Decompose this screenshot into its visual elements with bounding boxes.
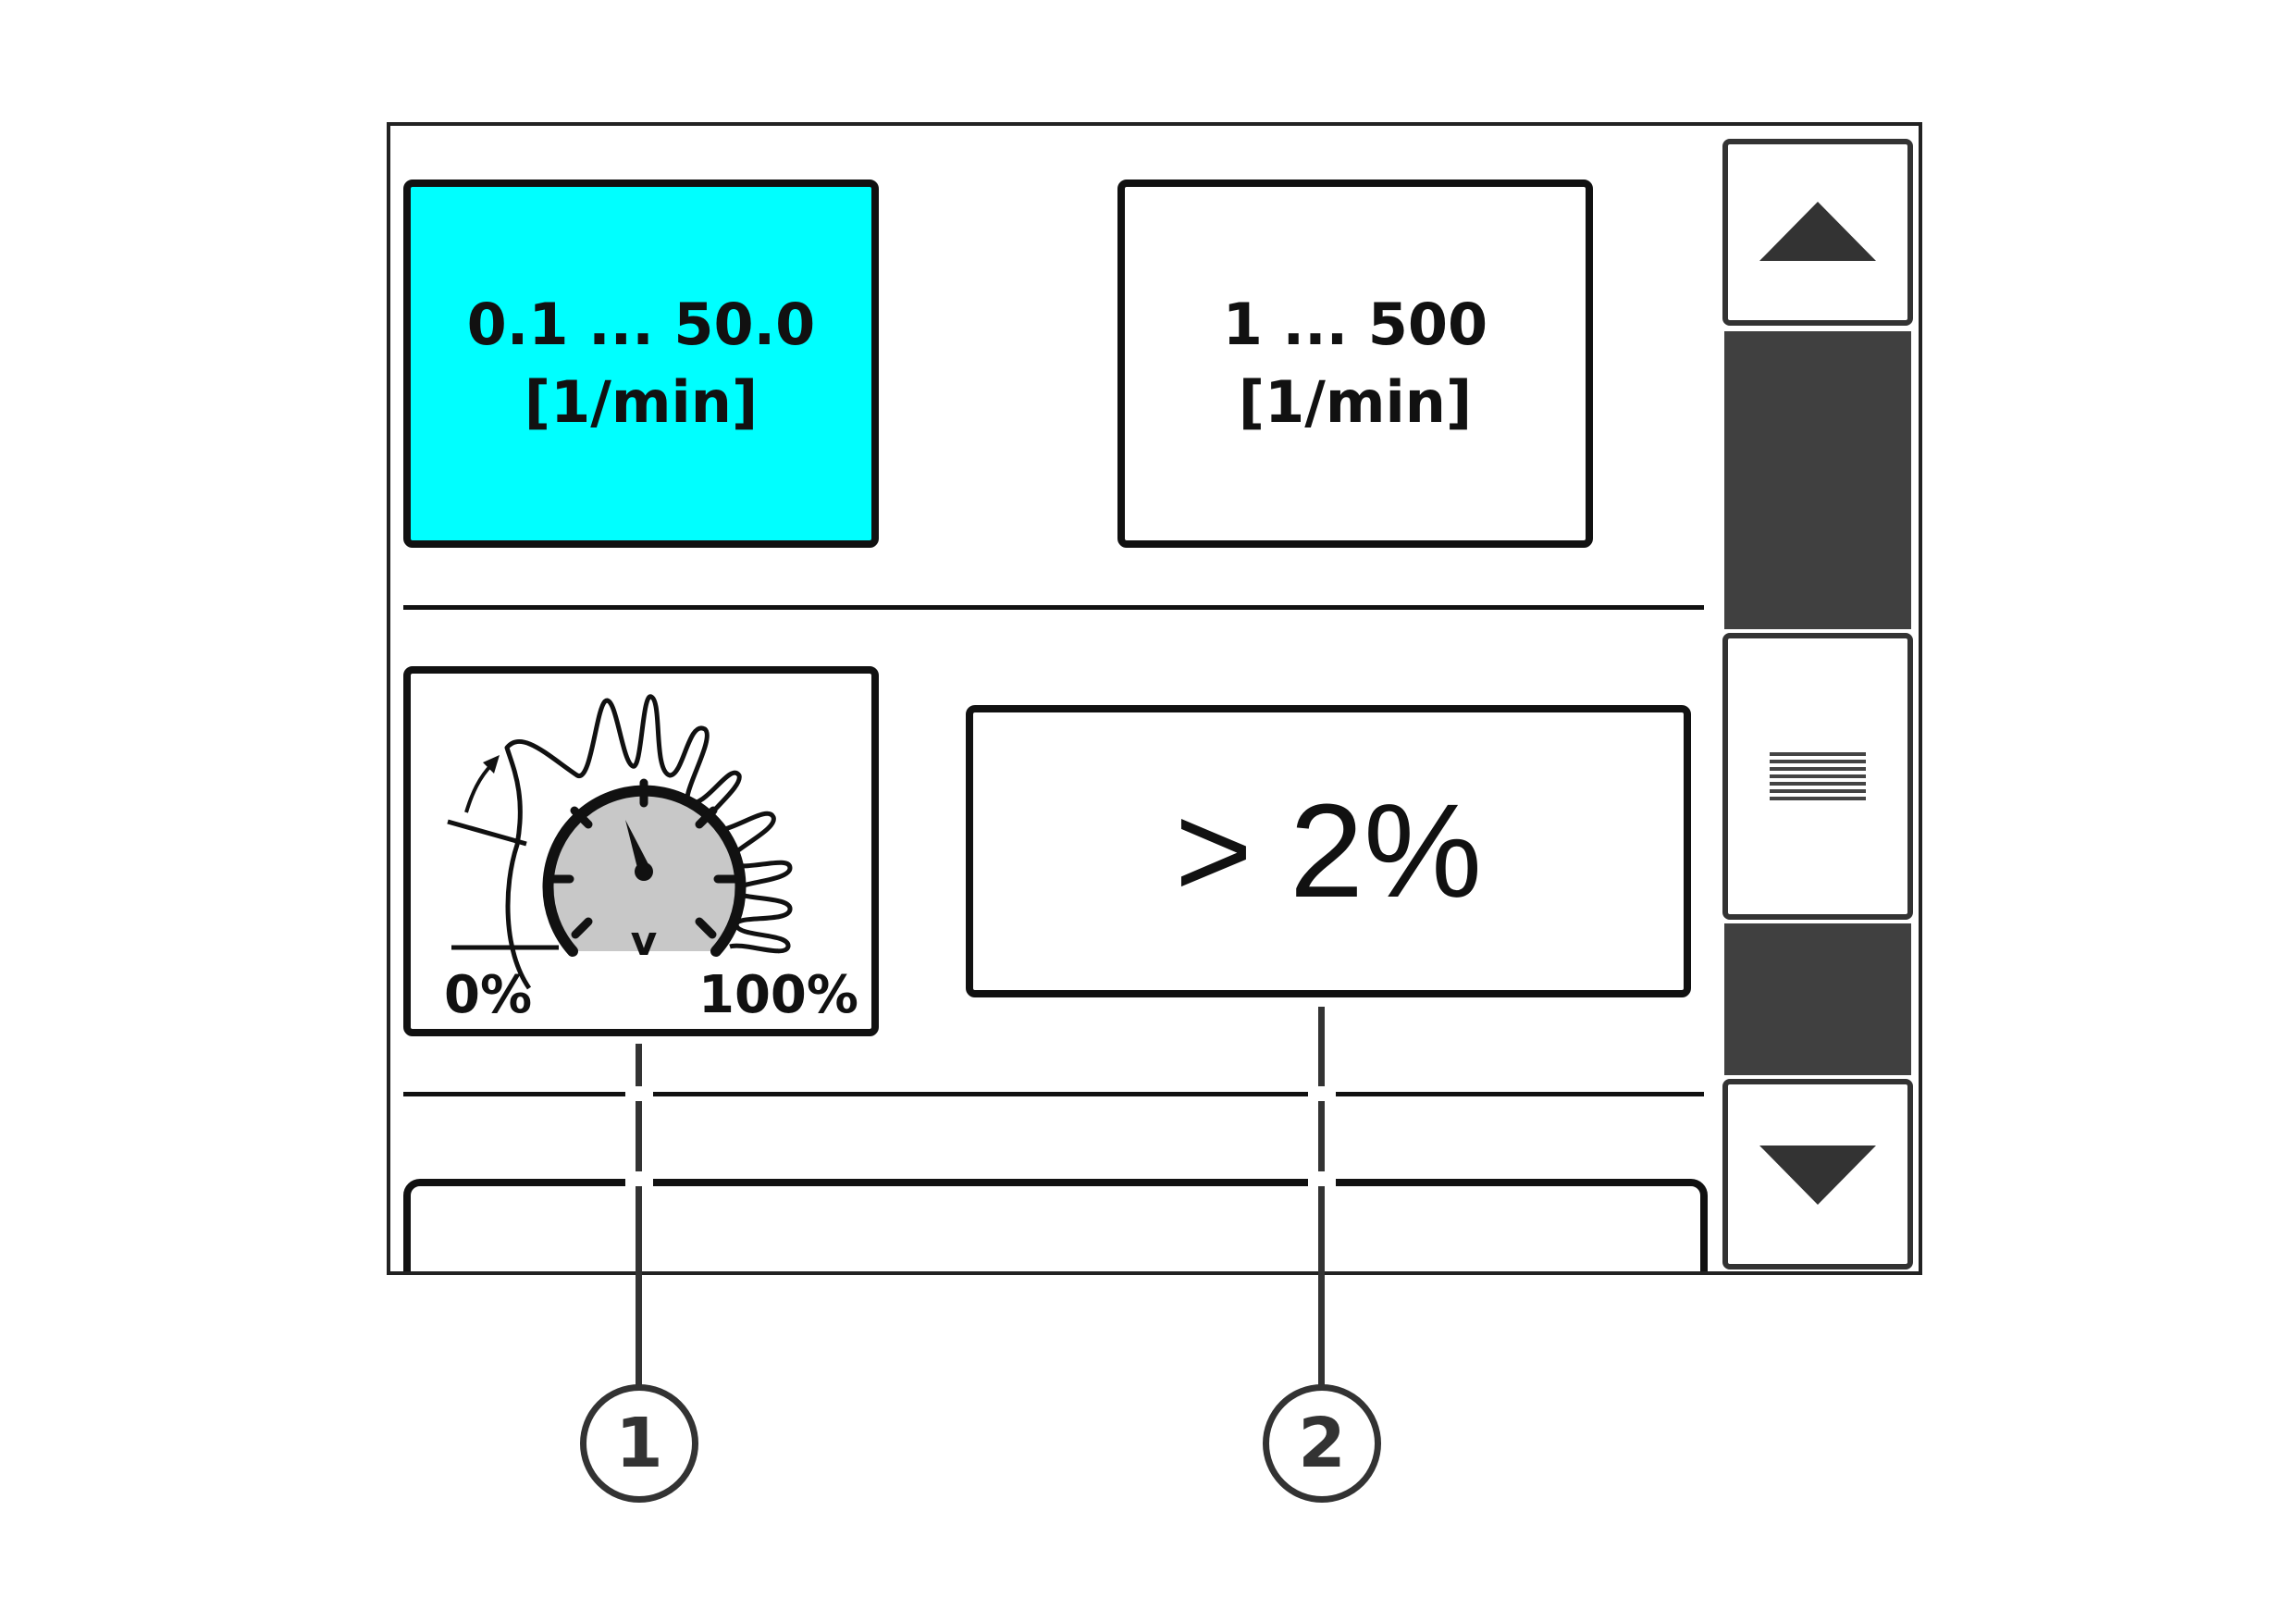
gauge-max-label: 100% (697, 965, 858, 1025)
range-fast-button[interactable]: 1 ... 500 [1/min] (1117, 180, 1593, 548)
range-fast-value: 1 ... 500 (1222, 291, 1488, 358)
dial-letter: v (631, 918, 658, 965)
next-row-tile[interactable] (403, 1179, 1708, 1271)
range-slow-unit: [1/min] (524, 368, 759, 436)
row-divider (403, 1092, 1704, 1096)
triangle-up-icon (1759, 202, 1876, 261)
speed-deviation-button[interactable]: v 0% 100% (403, 666, 879, 1036)
leader-gap (625, 1171, 653, 1186)
callout-leader-1 (636, 1044, 642, 1388)
leader-gap (1308, 1086, 1336, 1101)
leader-gap (625, 1086, 653, 1101)
scrollbar[interactable] (1722, 139, 1913, 1269)
range-slow-value: 0.1 ... 50.0 (466, 291, 816, 358)
grip-lines-icon (1770, 752, 1866, 800)
speedometer-icon: v (447, 694, 793, 990)
threshold-value-field[interactable]: > 2% (966, 705, 1691, 997)
row-divider (403, 605, 1704, 610)
callout-number: 2 (1298, 1404, 1346, 1483)
threshold-value: > 2% (1174, 776, 1483, 925)
callout-number: 1 (615, 1404, 663, 1483)
callout-leader-2 (1318, 1007, 1325, 1388)
scroll-track-lower[interactable] (1724, 923, 1911, 1075)
callout-marker-2: 2 (1263, 1384, 1381, 1503)
callout-marker-1: 1 (580, 1384, 698, 1503)
range-fast-unit: [1/min] (1238, 368, 1473, 436)
triangle-down-icon (1759, 1146, 1876, 1205)
scroll-thumb[interactable] (1722, 633, 1913, 920)
scroll-up-button[interactable] (1722, 139, 1913, 326)
gauge-min-label: 0% (444, 965, 533, 1025)
scroll-down-button[interactable] (1722, 1079, 1913, 1269)
scroll-track-upper[interactable] (1724, 331, 1911, 629)
device-screen: 0.1 ... 50.0 [1/min] 1 ... 500 [1/min] (387, 122, 1922, 1275)
leader-gap (1308, 1171, 1336, 1186)
range-slow-button[interactable]: 0.1 ... 50.0 [1/min] (403, 180, 879, 548)
